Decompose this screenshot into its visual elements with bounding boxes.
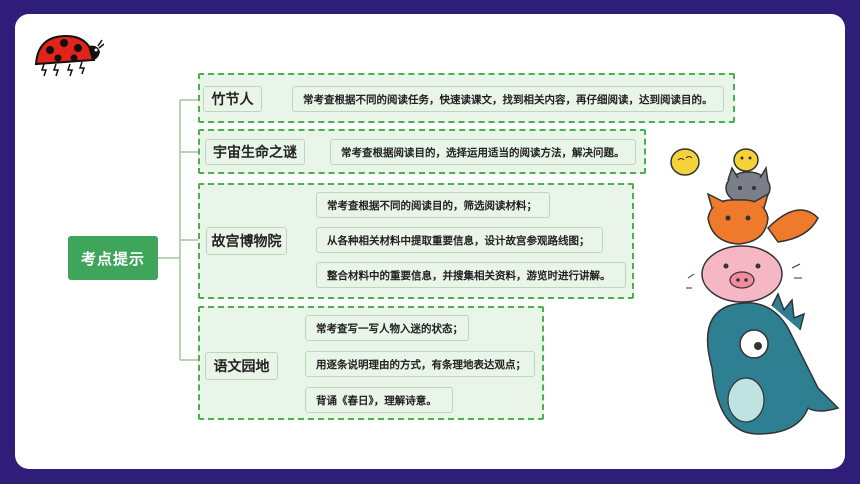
branch-zhujieren: 竹节人 [203,86,262,112]
leaf-gugong-1: 常考查根据不同的阅读目的，筛选阅读材料； [316,192,550,218]
ladybug-icon [34,34,104,77]
leaf-yuwen-2: 用逐条说明理由的方式，有条理地表达观点； [305,351,535,377]
stacked-animals-illustration [670,148,840,435]
branch-yuzhou: 宇宙生命之谜 [205,139,305,165]
leaf-gugong-2: 从各种相关材料中提取重要信息，设计故宫参观路线图； [316,227,603,253]
branch-yuwen: 语文园地 [205,352,278,380]
leaf-yuzhou-1: 常考查根据阅读目的，选择运用适当的阅读方法，解决问题。 [330,139,636,165]
leaf-gugong-3: 整合材料中的重要信息，并搜集相关资料，游览时进行讲解。 [316,262,626,288]
root-node: 考点提示 [68,236,158,280]
leaf-yuwen-3: 背诵《春日》，理解诗意。 [305,387,453,413]
leaf-yuwen-1: 常考查写一写人物入迷的状态； [305,315,469,341]
leaf-zhujieren-1: 常考查根据不同的阅读任务，快速读课文，找到相关内容，再仔细阅读，达到阅读目的。 [292,86,724,112]
branch-gugong: 故宫博物院 [206,227,287,255]
